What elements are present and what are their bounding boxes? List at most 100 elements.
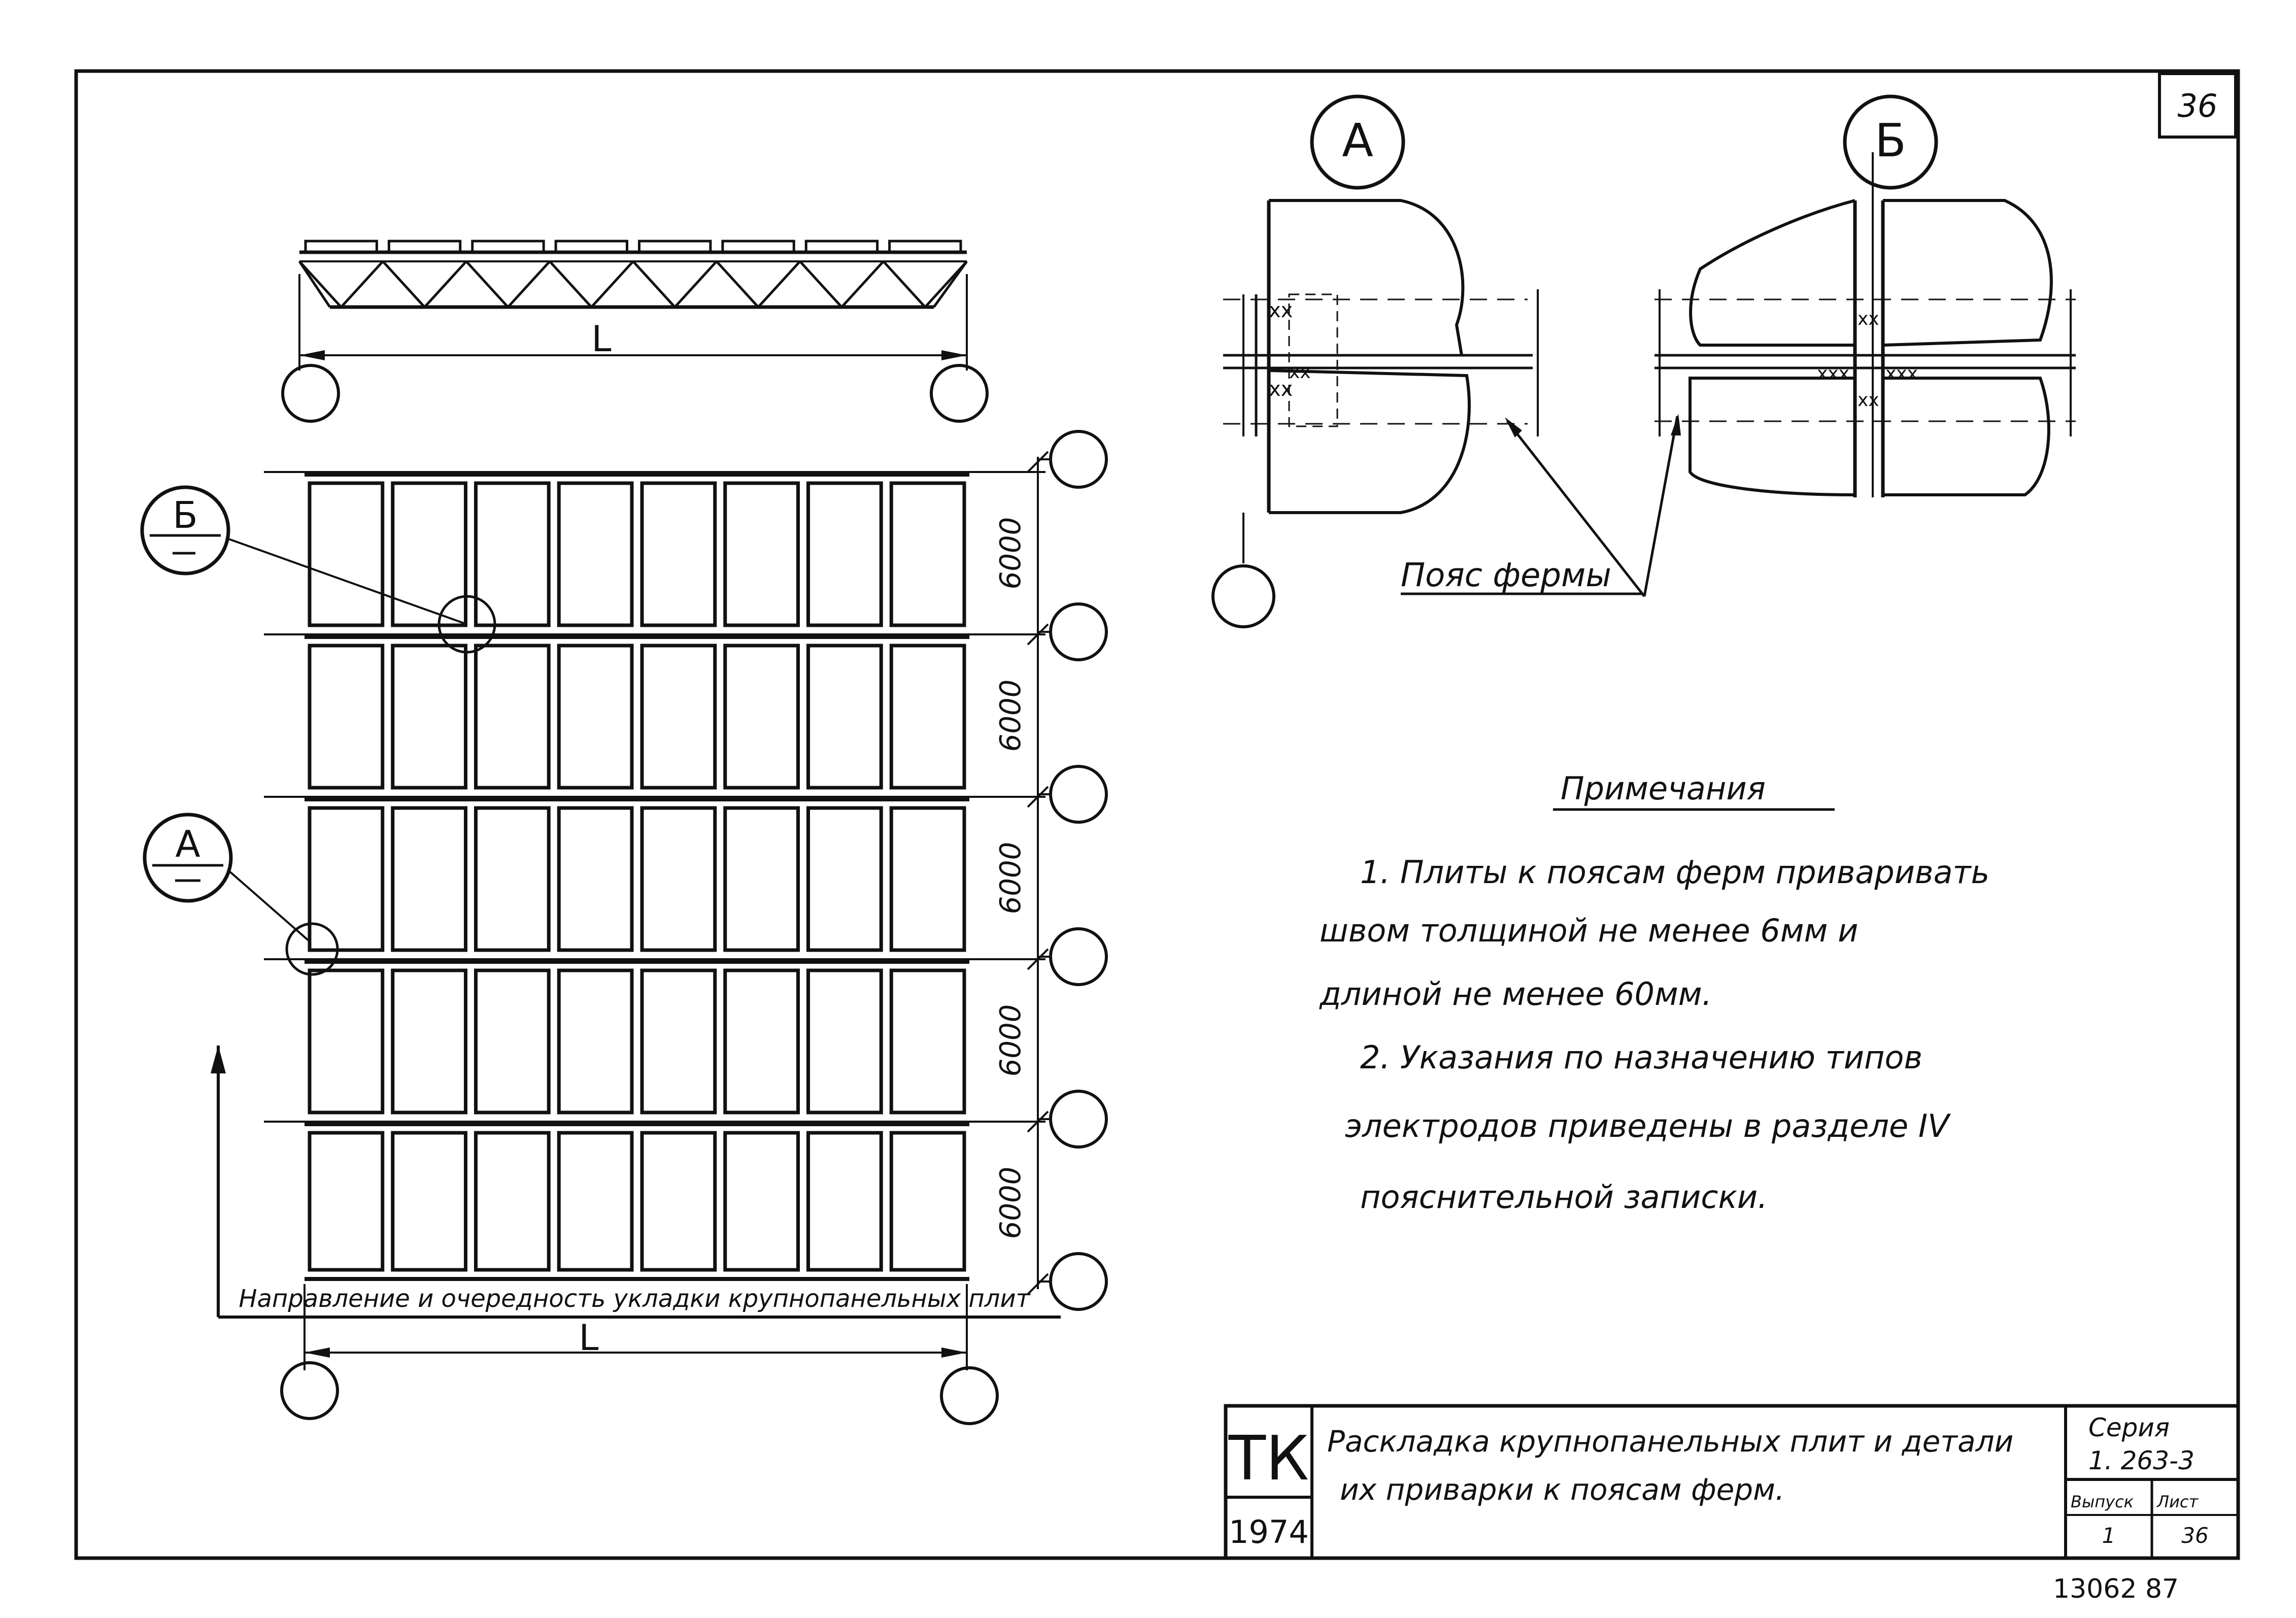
roof-slab [557,806,634,952]
bay-dim-1: 6000 [994,517,1027,590]
axis-bubble [940,1366,999,1425]
detail-b-title: Б [1875,114,1906,167]
roof-slab [391,968,467,1115]
truss-web-diagonal [632,260,718,309]
roof-slab [640,1131,717,1272]
plan-span-label: L [579,1317,599,1359]
axis-bubble [280,1361,339,1420]
truss-end-post [298,260,331,308]
svg-text:xx: xx [1269,378,1293,401]
detail-a: А xx xx xx [1211,94,1539,628]
laying-direction-caption: Направление и очередность укладки крупно… [239,1285,1031,1313]
drawing-frame [74,69,2240,1560]
bay-dim-5: 6000 [994,1167,1027,1239]
laying-direction-arrow [211,1046,1061,1319]
roof-slab [806,481,883,627]
axis-bubble [1049,430,1108,489]
dim-tick [1027,623,1049,646]
roof-slab [474,806,551,952]
roof-slab [391,1131,467,1272]
bay-dimensions: 6000 6000 6000 6000 6000 [994,517,1027,1239]
callout-leaders [225,537,496,976]
title-block-title-line1: Раскладка крупнопанельных плит и детали [1327,1424,2013,1459]
svg-text:xxx: xxx [1885,363,1918,384]
axis-bubble [930,364,989,423]
title-block-title-line2: их приварки к поясам ферм. [1340,1472,1784,1507]
bay-dim-2: 6000 [994,680,1027,752]
roof-slab-section [554,240,628,254]
axis-bubble [1049,1252,1108,1311]
roof-slab [640,481,717,627]
svg-text:xx: xx [1289,362,1311,383]
sheet-number-box: 36 [2158,72,2237,139]
roof-slab [889,806,966,952]
callout-a-marker: А [143,813,233,903]
roof-slab [723,806,800,952]
roof-slab [557,1131,634,1272]
axis-bubble [1049,927,1108,986]
roof-slab [723,968,800,1115]
roof-slab [889,481,966,627]
bay-dim-4: 6000 [994,1004,1027,1077]
roof-slab-section [804,240,879,254]
roof-slab [391,481,467,627]
roof-slab [391,806,467,952]
notes-line-4: 2. Указания по назначению типов [1360,1039,1922,1076]
axis-bubble [1049,765,1108,824]
svg-text:xx: xx [1858,309,1879,329]
sheet-value: 36 [2181,1523,2208,1548]
notes-heading: Примечания [1561,770,1766,807]
dim-arrow [299,350,325,360]
svg-text:xxx: xxx [1817,363,1849,384]
archive-number: 13062 87 [2053,1574,2179,1604]
truss-web-diagonal [298,260,384,309]
sheet-number: 36 [2178,87,2218,124]
roof-slab [308,1131,385,1272]
dim-tick [1027,451,1049,473]
roof-slab [474,481,551,627]
dim-tick [1027,1110,1049,1133]
notes-line-3: длиной не менее 60мм. [1319,975,1712,1013]
callout-b-letter: Б [173,494,197,536]
truss-web-diagonal [716,260,801,309]
roof-slab [723,1131,800,1272]
roof-slab [723,481,800,627]
truss-elevation [281,240,989,423]
dim-tick [1027,786,1049,808]
truss-web-diagonal [882,260,968,309]
callout-a-letter: А [175,823,200,865]
axis-bubble [281,364,340,423]
axis-bubble [1049,602,1108,661]
axis-bubble [1049,1090,1108,1149]
bay-dim-3: 6000 [994,842,1027,915]
truss-web-diagonal [799,260,885,309]
roof-slab [308,481,385,627]
roof-slab [806,644,883,790]
title-block-year: 1974 [1229,1513,1309,1550]
roof-slab [308,644,385,790]
roof-slab-section [638,240,712,254]
notes-line-6: пояснительной записки. [1360,1178,1768,1216]
dim-tick [1027,1273,1049,1295]
series-label: Серия [2088,1413,2170,1442]
notes-line-5: электродов приведены в разделе IV [1345,1107,1951,1144]
roof-slab [308,806,385,952]
notes-block: Примечания 1. Плиты к поясам ферм привар… [1319,770,1989,1216]
truss-web-diagonal [465,260,551,309]
title-block: ТК 1974 Раскладка крупнопанельных плит и… [1224,1404,2240,1560]
roof-slab [806,968,883,1115]
truss-span-label: L [592,318,612,360]
roof-slab [557,644,634,790]
roof-slab [391,644,467,790]
roof-slab [640,968,717,1115]
slab-layout-plan [264,430,1108,1425]
roof-slab [806,1131,883,1272]
dim-arrow [941,350,967,360]
roof-slab [640,644,717,790]
svg-text:xx: xx [1269,299,1293,322]
detail-b: Б xx xxx xxx xx [1655,94,2076,497]
notes-line-2: швом толщиной не менее 6мм и [1320,912,1858,949]
roof-slab [889,644,966,790]
roof-slab-section [387,240,462,254]
